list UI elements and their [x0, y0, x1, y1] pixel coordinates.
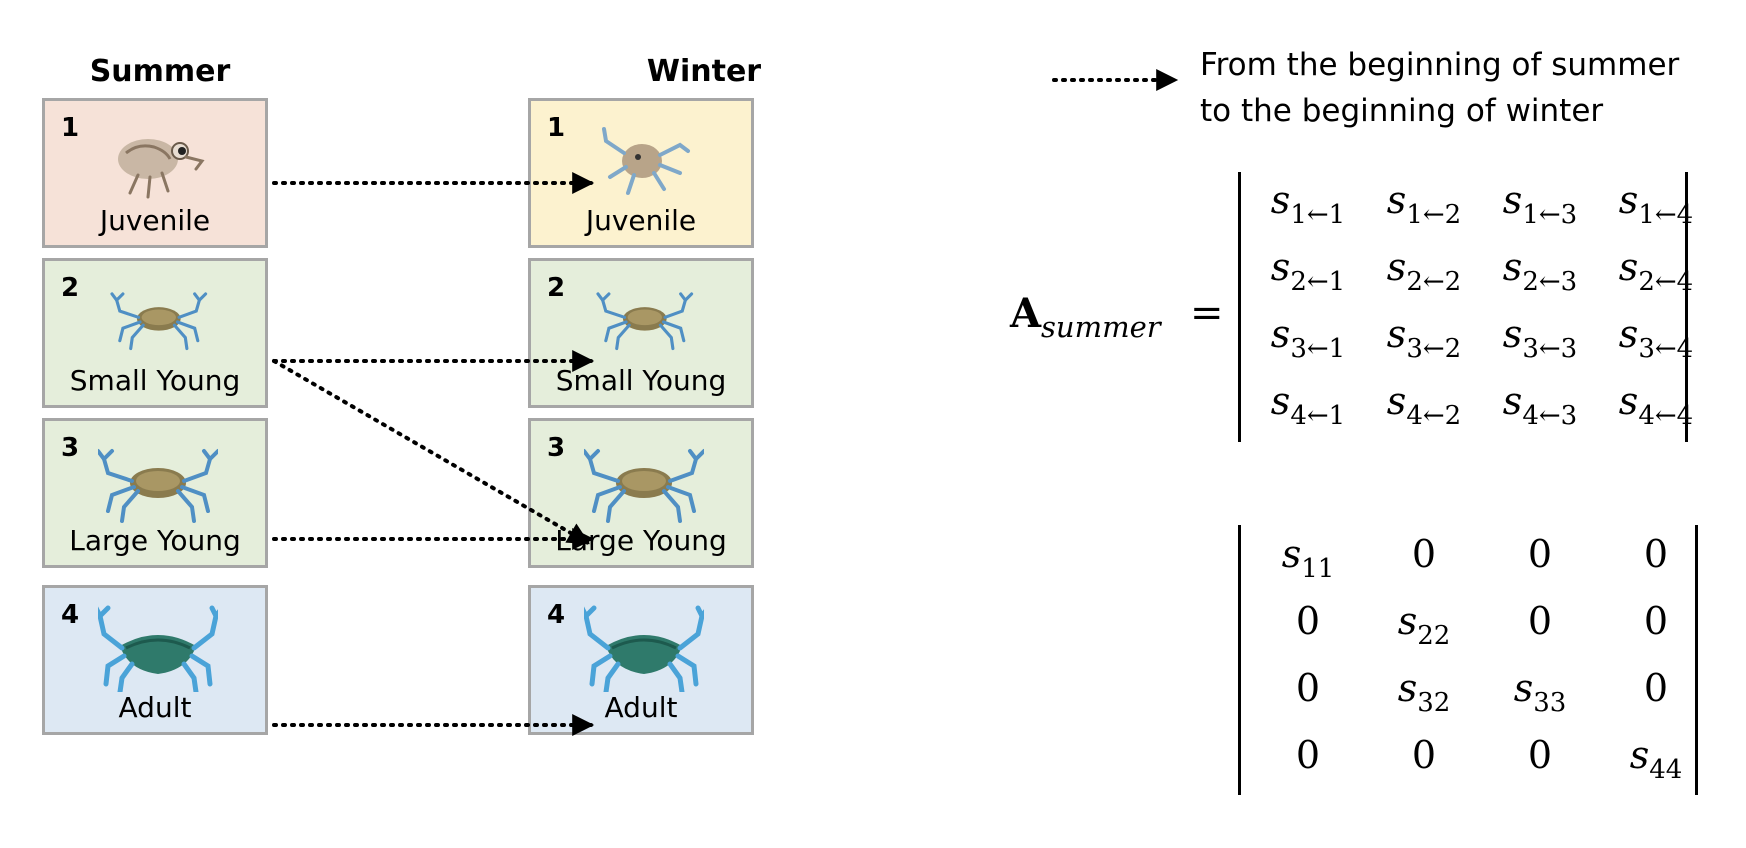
winter-stage-juvenile: 1 Juvenile	[528, 98, 754, 248]
matrix-cell: 0	[1643, 532, 1669, 576]
stage-label: Adult	[118, 691, 192, 724]
legend-description: From the beginning of summer to the begi…	[1200, 42, 1679, 134]
legend-line-1: From the beginning of summer	[1200, 47, 1680, 83]
matrix-cell: s11	[1281, 532, 1335, 584]
stage-number: 1	[547, 113, 566, 143]
legend-line-2: to the beginning of winter	[1200, 93, 1604, 129]
matrix-cell: 0	[1643, 666, 1669, 710]
matrix-cell: 0	[1411, 532, 1437, 576]
matrix-cell: s2←4	[1618, 245, 1694, 297]
matrix-cell: s1←2	[1386, 178, 1462, 230]
matrix-cell: 0	[1295, 666, 1321, 710]
winter-stage-adult: 4 Adult	[528, 585, 754, 735]
equals-sign: =	[1190, 290, 1224, 336]
summer-column-title: Summer	[89, 54, 231, 89]
matrix-cell: s2←2	[1386, 245, 1462, 297]
matrix-cell: s3←2	[1386, 312, 1462, 364]
matrix-cell: s1←4	[1618, 178, 1694, 230]
stage-label: Adult	[604, 691, 678, 724]
matrix-cell: s32	[1397, 666, 1451, 718]
matrix-cell: 0	[1411, 733, 1437, 777]
matrix-symbol: Asummer	[1010, 290, 1161, 344]
summer-stage-adult: 4 Adult	[42, 585, 268, 735]
stage-number: 3	[61, 433, 80, 463]
matrix-cell: s33	[1513, 666, 1567, 718]
winter-column-title: Winter	[646, 54, 762, 89]
matrix-cell: s44	[1629, 733, 1683, 785]
larva-icon	[118, 139, 205, 199]
small-crab-icon	[602, 127, 690, 195]
matrix-cell: s3←4	[1618, 312, 1694, 364]
stage-label: Juvenile	[99, 204, 211, 237]
matrix-cell: s2←1	[1270, 245, 1346, 297]
matrix-cell: 0	[1527, 532, 1553, 576]
matrix-cell: 0	[1295, 733, 1321, 777]
matrix-cell: s1←3	[1502, 178, 1578, 230]
summer-stage-small-young: 2 Small Young	[42, 258, 268, 408]
matrix-letter: A	[1010, 290, 1042, 337]
stage-number: 4	[61, 600, 80, 630]
stage-number: 2	[547, 273, 566, 303]
stage-number: 1	[61, 113, 80, 143]
matrix-cell: s4←2	[1386, 379, 1462, 431]
matrix-cell: 0	[1527, 733, 1553, 777]
summer-stage-large-young: 3 Large Young	[42, 418, 268, 568]
matrix-cell: s3←3	[1502, 312, 1578, 364]
stage-number: 2	[61, 273, 80, 303]
matrix-specific-right-bar	[1695, 525, 1698, 795]
matrix-cell: s4←3	[1502, 379, 1578, 431]
matrix-cell: s3←1	[1270, 312, 1346, 364]
stage-label: Large Young	[69, 524, 241, 557]
matrix-cell: s4←4	[1618, 379, 1694, 431]
matrix-cell: s1←1	[1270, 178, 1346, 230]
stage-number: 3	[547, 433, 566, 463]
summer-stage-juvenile: 1 Juvenile	[42, 98, 268, 248]
matrix-cell: s4←1	[1270, 379, 1346, 431]
matrix-cell: s22	[1397, 599, 1451, 651]
matrix-cell: s2←3	[1502, 245, 1578, 297]
arrow-2-to-3	[272, 359, 590, 545]
matrix-cell: 0	[1295, 599, 1321, 643]
stage-label: Small Young	[69, 364, 241, 397]
stage-label: Juvenile	[585, 204, 697, 237]
matrix-general-right-bar	[1685, 172, 1688, 442]
matrix-subscript: summer	[1041, 310, 1161, 344]
matrix-specific-left-bar	[1238, 525, 1241, 795]
stage-number: 4	[547, 600, 566, 630]
matrix-general-left-bar	[1238, 172, 1241, 442]
matrix-cell: 0	[1643, 599, 1669, 643]
matrix-cell: 0	[1527, 599, 1553, 643]
